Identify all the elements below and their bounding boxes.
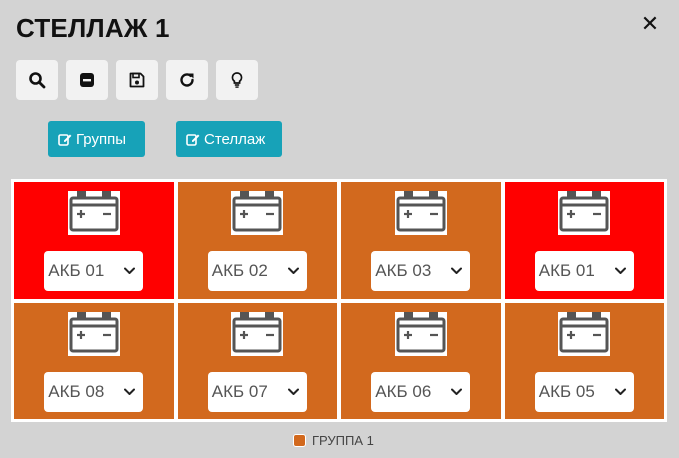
refresh-icon (180, 73, 194, 87)
battery-cell: АКБ 02 (177, 182, 337, 299)
legend-label: ГРУППА 1 (312, 433, 374, 448)
toolbar (16, 60, 258, 100)
battery-select[interactable]: АКБ 01 (534, 251, 634, 291)
rack-grid: АКБ 01 АКБ 02 АКБ 03 АКБ 01 АКБ 08 АКБ 0… (11, 179, 667, 422)
battery-cell: АКБ 08 (14, 302, 174, 419)
battery-select-value: АКБ 02 (211, 261, 268, 280)
battery-cell: АКБ 05 (504, 302, 664, 419)
chevron-down-icon (614, 388, 626, 395)
battery-select[interactable]: АКБ 07 (207, 371, 307, 412)
chevron-down-icon (614, 267, 626, 274)
battery-select[interactable]: АКБ 02 (207, 251, 307, 291)
battery-icon (558, 311, 611, 356)
battery-icon (67, 311, 120, 356)
battery-icon (394, 191, 447, 235)
battery-select[interactable]: АКБ 08 (44, 371, 144, 412)
battery-cell: АКБ 01 (14, 182, 174, 299)
chevron-down-icon (287, 267, 299, 274)
legend: ГРУППА 1 (293, 433, 374, 448)
groups-button-label: Группы (76, 130, 126, 148)
edit-icon (186, 134, 200, 146)
chevron-down-icon (287, 388, 299, 395)
search-button[interactable] (16, 60, 58, 100)
legend-swatch (293, 434, 306, 447)
close-icon[interactable]: ✕ (640, 11, 660, 36)
battery-select-value: АКБ 05 (538, 381, 595, 401)
battery-cell: АКБ 01 (504, 182, 664, 299)
chevron-down-icon (124, 388, 136, 395)
minus-square-icon (80, 73, 94, 87)
page-title: СТЕЛЛАЖ 1 (16, 13, 170, 43)
chevron-down-icon (124, 267, 136, 274)
battery-select-value: АКБ 01 (538, 261, 595, 280)
battery-cell: АКБ 06 (341, 302, 501, 419)
refresh-button[interactable] (166, 60, 208, 100)
battery-select-value: АКБ 01 (48, 261, 105, 280)
battery-icon (231, 311, 284, 356)
lightbulb-icon (231, 72, 243, 88)
rack-button[interactable]: Стеллаж (176, 121, 282, 157)
rack-button-label: Стеллаж (204, 130, 266, 148)
battery-icon (231, 191, 284, 235)
battery-cell: АКБ 07 (177, 302, 337, 419)
save-icon (129, 72, 145, 88)
battery-select[interactable]: АКБ 05 (534, 371, 634, 412)
battery-select-value: АКБ 07 (211, 381, 268, 401)
chevron-down-icon (451, 388, 463, 395)
battery-icon (67, 191, 120, 235)
groups-button[interactable]: Группы (48, 121, 145, 157)
chevron-down-icon (451, 267, 463, 274)
battery-select-value: АКБ 06 (375, 381, 432, 401)
edit-icon (58, 134, 72, 146)
battery-select[interactable]: АКБ 01 (44, 251, 144, 291)
battery-cell: АКБ 03 (341, 182, 501, 299)
battery-select-value: АКБ 08 (48, 381, 105, 401)
save-button[interactable] (116, 60, 158, 100)
battery-icon (394, 311, 447, 356)
battery-select[interactable]: АКБ 06 (371, 371, 471, 412)
battery-icon (558, 191, 611, 235)
search-icon (29, 72, 46, 89)
battery-select-value: АКБ 03 (375, 261, 432, 280)
collapse-button[interactable] (66, 60, 108, 100)
battery-select[interactable]: АКБ 03 (371, 251, 471, 291)
hint-button[interactable] (216, 60, 258, 100)
